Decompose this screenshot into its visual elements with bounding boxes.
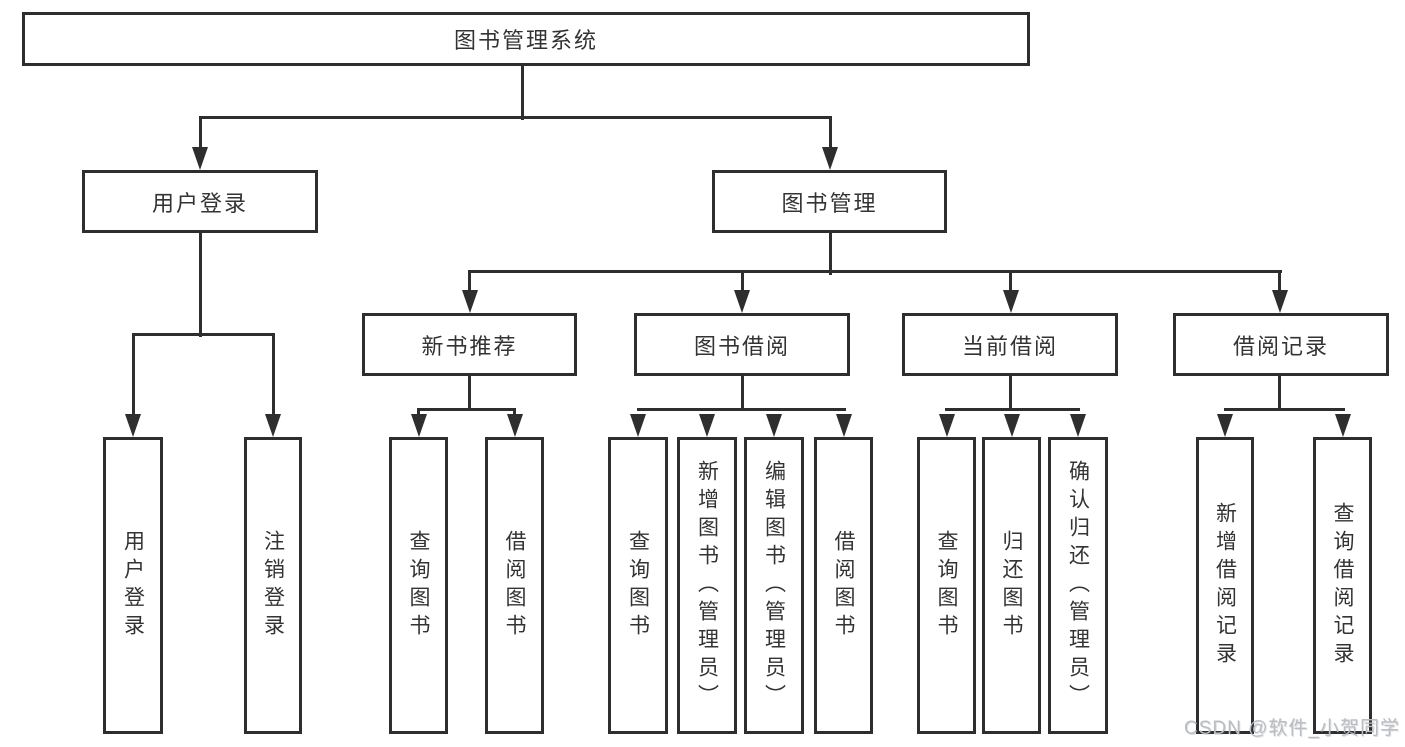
node-current-borrow: 当前借阅 — [902, 313, 1118, 376]
arrowhead-down-icon — [461, 290, 478, 313]
arrowhead-down-icon — [410, 414, 427, 437]
csdn-watermark: CSDN @软件_小贺同学 — [1184, 718, 1400, 739]
leaf-query-borrow-record: 查询借阅记录 — [1313, 437, 1372, 734]
leaf-edit-book-admin: 编辑图书（管理员） — [744, 437, 804, 734]
arrowhead-down-icon — [938, 414, 955, 437]
arrowhead-down-icon — [835, 414, 852, 437]
node-book-borrow: 图书借阅 — [634, 313, 850, 376]
connector-line — [636, 408, 846, 411]
connector-line — [513, 408, 516, 418]
leaf-borrow-book-recommend: 借阅图书 — [485, 437, 544, 734]
arrowhead-down-icon — [630, 414, 646, 437]
connector-line — [828, 233, 832, 275]
node-root-system: 图书管理系统 — [22, 12, 1030, 66]
arrowhead-down-icon — [1271, 290, 1288, 313]
arrowhead-down-icon — [506, 414, 523, 437]
connector-line — [1009, 272, 1012, 294]
connector-line — [520, 66, 524, 120]
connector-line — [1009, 376, 1012, 410]
node-new-book-recommend: 新书推荐 — [362, 313, 577, 376]
leaf-query-book-current: 查询图书 — [917, 437, 976, 734]
leaf-logout: 注销登录 — [244, 437, 302, 734]
connector-line — [1278, 272, 1281, 294]
connector-line — [271, 335, 275, 417]
node-user-login: 用户登录 — [82, 170, 318, 233]
connector-line — [740, 376, 744, 410]
arrowhead-down-icon — [822, 147, 838, 170]
connector-line — [468, 376, 471, 410]
connector-line — [417, 408, 420, 418]
connector-line — [945, 408, 1080, 411]
arrowhead-down-icon — [1217, 414, 1233, 437]
node-book-management: 图书管理 — [712, 170, 947, 233]
leaf-query-book-borrow: 查询图书 — [608, 437, 668, 734]
leaf-borrow-book: 借阅图书 — [814, 437, 873, 734]
connector-line — [198, 233, 202, 337]
leaf-add-borrow-record: 新增借阅记录 — [1196, 437, 1254, 734]
arrowhead-down-icon — [265, 414, 281, 437]
connector-line — [1223, 408, 1345, 411]
arrowhead-down-icon — [125, 414, 141, 437]
arrowhead-down-icon — [1003, 414, 1020, 437]
connector-line — [468, 270, 1282, 273]
connector-line — [198, 118, 202, 152]
leaf-return-book: 归还图书 — [982, 437, 1041, 734]
connector-line — [198, 116, 832, 119]
arrowhead-down-icon — [192, 147, 208, 170]
connector-line — [740, 272, 744, 294]
connector-line — [1278, 376, 1281, 410]
arrowhead-down-icon — [766, 414, 782, 437]
arrowhead-down-icon — [1070, 414, 1086, 437]
arrowhead-down-icon — [734, 290, 750, 313]
connector-line — [468, 272, 471, 294]
arrowhead-down-icon — [1002, 290, 1019, 313]
connector-line — [417, 408, 516, 411]
leaf-confirm-return-admin: 确认归还（管理员） — [1048, 437, 1108, 734]
leaf-query-book-recommend: 查询图书 — [389, 437, 448, 734]
leaf-user-login: 用户登录 — [103, 437, 163, 734]
connector-line — [828, 118, 832, 152]
connector-line — [131, 333, 275, 336]
arrowhead-down-icon — [1334, 414, 1351, 437]
node-borrow-records: 借阅记录 — [1173, 313, 1389, 376]
arrowhead-down-icon — [699, 414, 715, 437]
leaf-add-book-admin: 新增图书（管理员） — [677, 437, 737, 734]
connector-line — [131, 335, 135, 417]
